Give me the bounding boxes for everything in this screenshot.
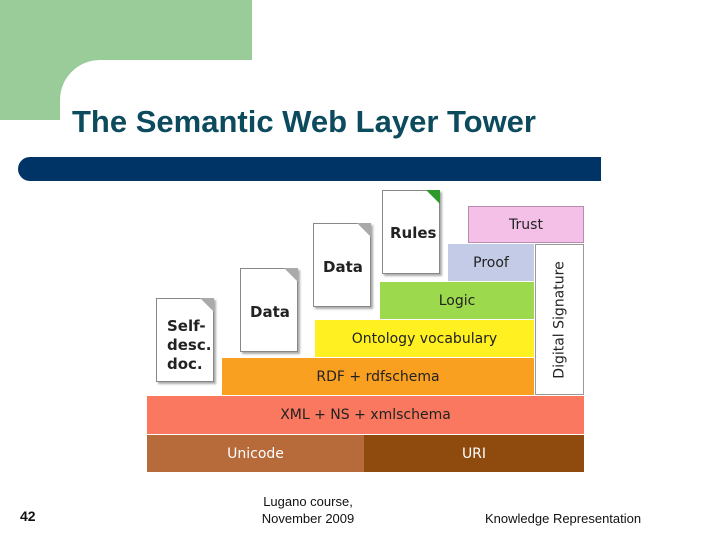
slide-title: The Semantic Web Layer Tower — [72, 104, 536, 139]
slide-number: 42 — [20, 508, 36, 524]
layer-digital-signature: Digital Signature — [535, 244, 584, 395]
layer-xml: XML + NS + xmlschema — [147, 396, 584, 434]
layer-ontology: Ontology vocabulary — [315, 320, 534, 357]
layer-trust: Trust — [468, 206, 584, 243]
footer-subject: Knowledge Representation — [485, 511, 642, 526]
layer-proof: Proof — [448, 244, 534, 281]
title-underline-bar — [18, 157, 601, 181]
doc-rules: Rules — [382, 190, 440, 274]
doc-data-2: Data — [313, 223, 371, 307]
doc-fold-corner — [426, 190, 440, 204]
footer-course: Lugano course, November 2009 — [253, 493, 363, 527]
doc-self-describing: Self- desc. doc. — [156, 298, 214, 382]
footer-course-line1: Lugano course, — [263, 494, 353, 509]
layer-rdf: RDF + rdfschema — [222, 358, 534, 395]
doc-fold-corner — [200, 298, 214, 312]
layer-unicode: Unicode — [147, 435, 364, 472]
doc-fold-corner — [284, 268, 298, 282]
doc-fold-corner — [357, 223, 371, 237]
layer-logic: Logic — [380, 282, 534, 319]
layer-uri: URI — [364, 435, 584, 472]
digital-signature-label: Digital Signature — [551, 260, 568, 379]
doc-data-1: Data — [240, 268, 298, 352]
footer-course-line2: November 2009 — [261, 511, 355, 526]
